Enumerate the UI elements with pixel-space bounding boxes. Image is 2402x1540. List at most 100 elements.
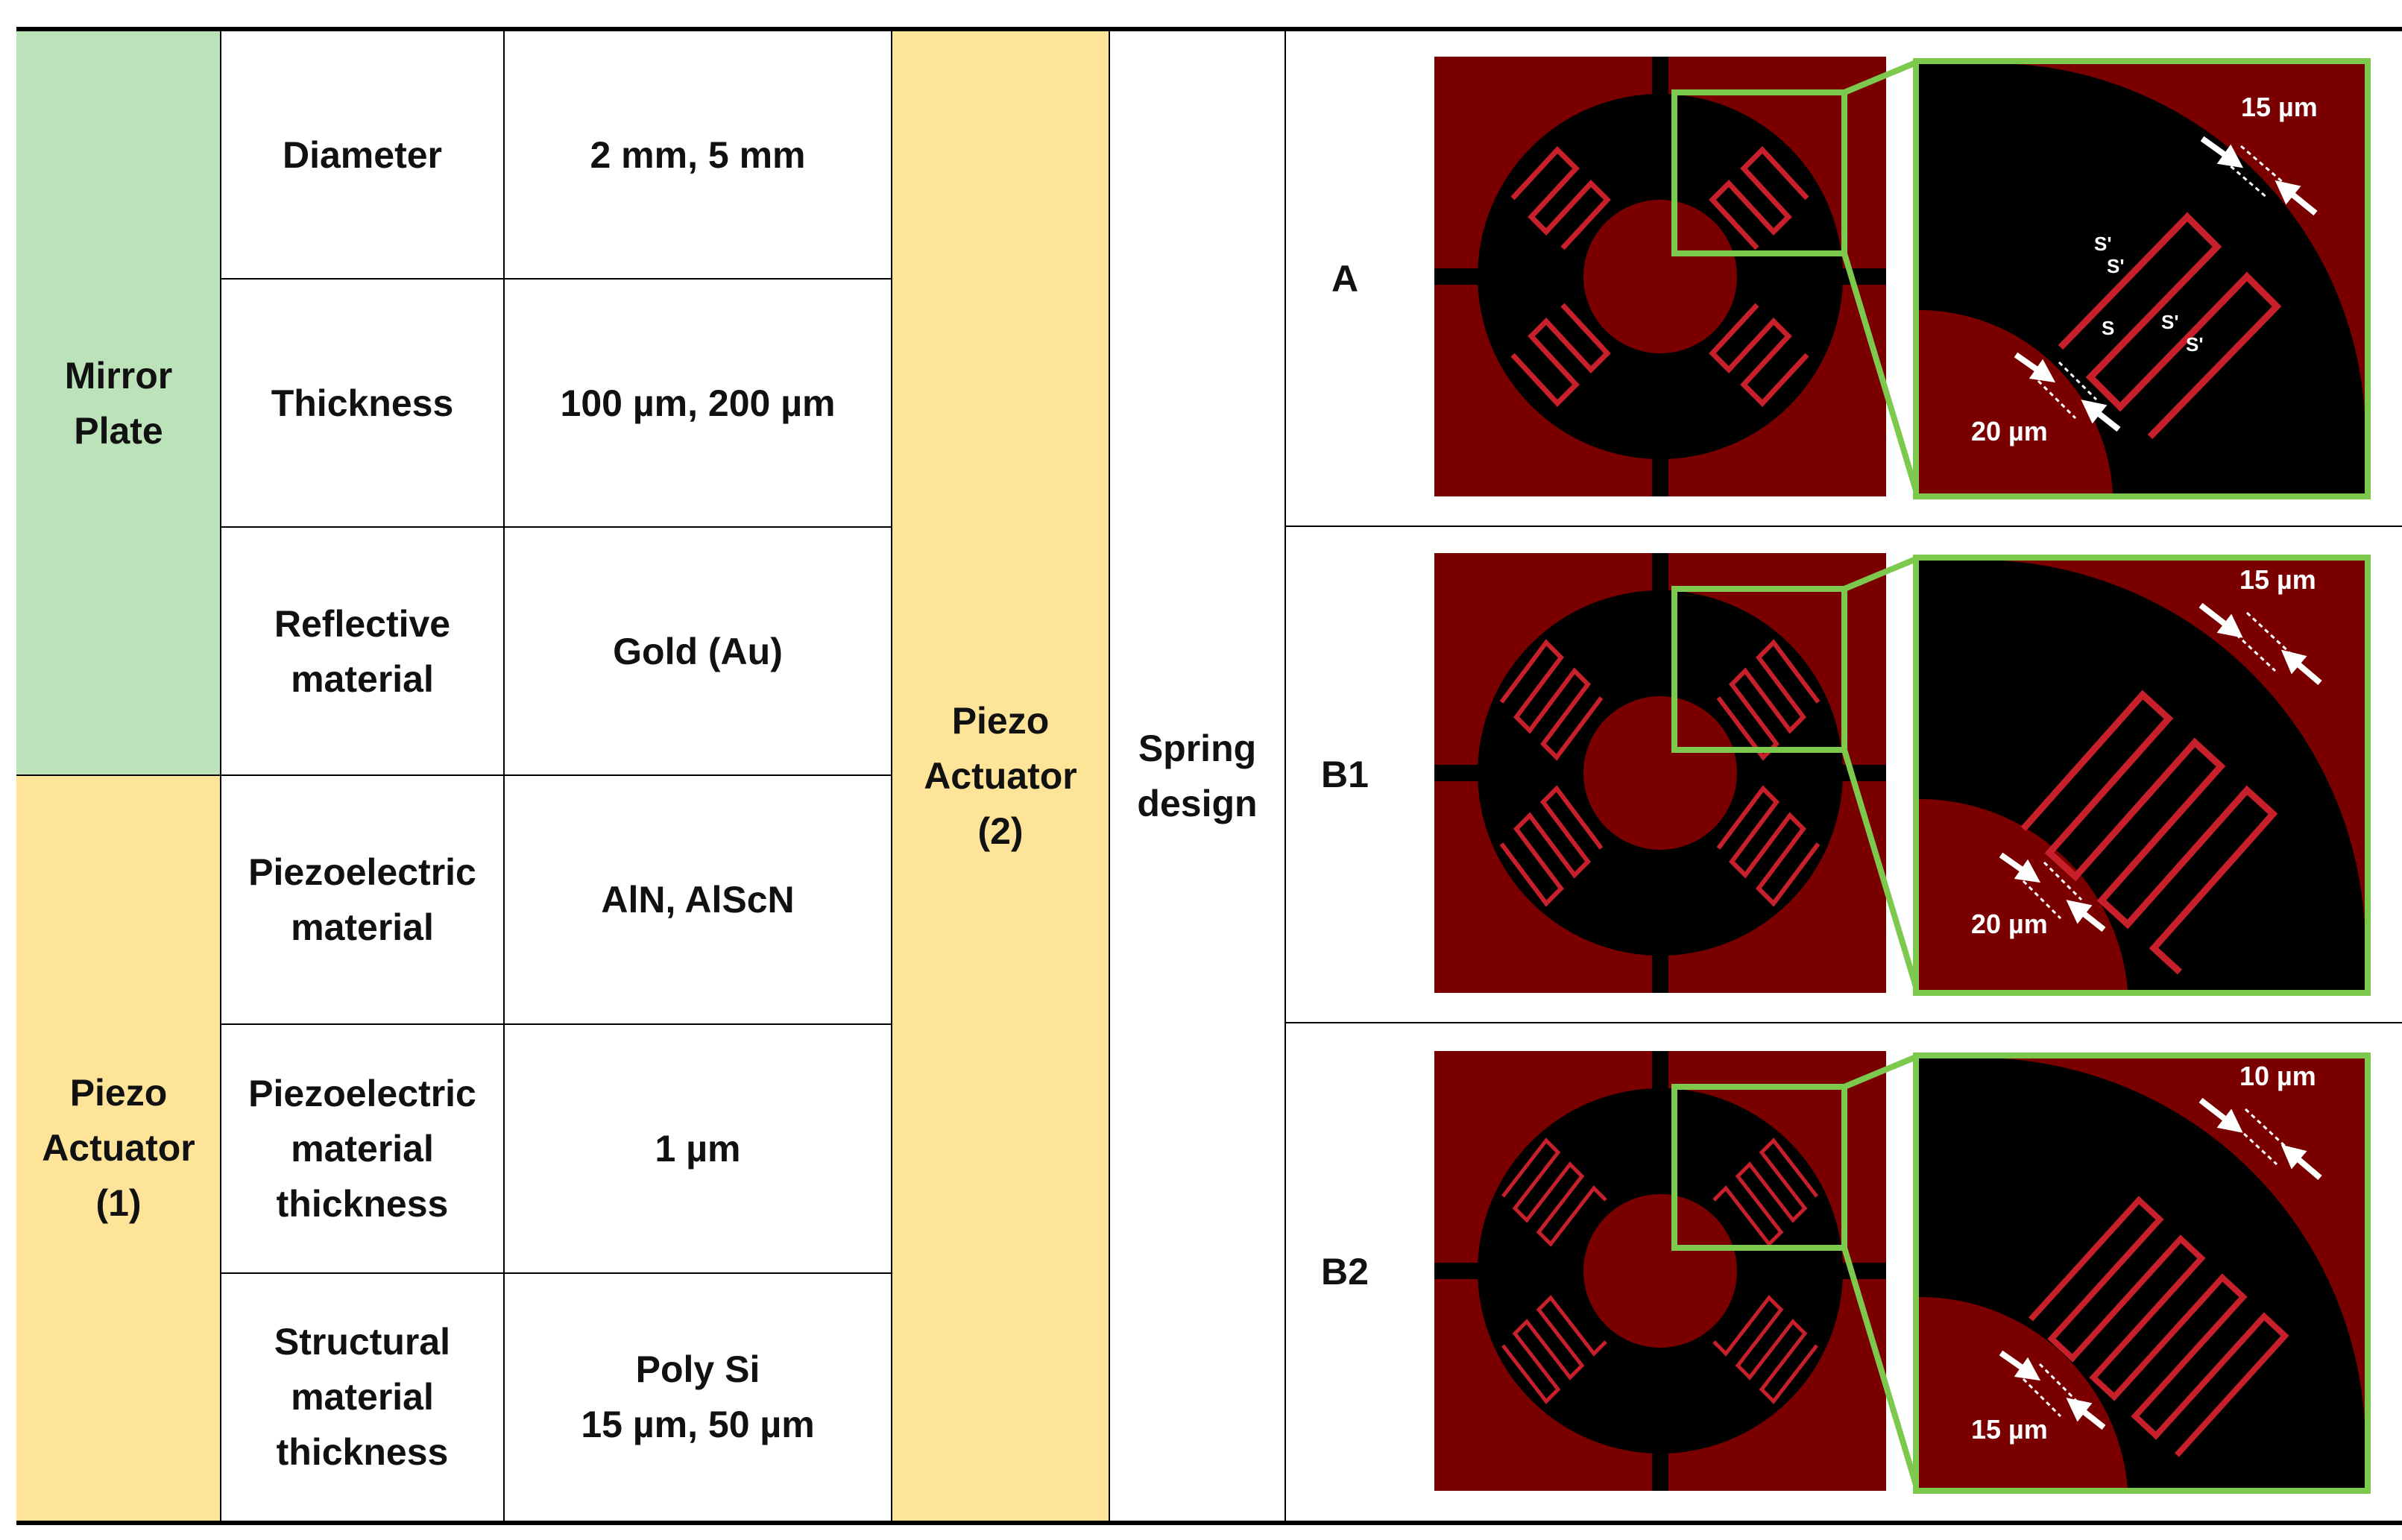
design-b2-images: 10 µm 15 µm: [1434, 1051, 2381, 1498]
zoom-connector-bottom: [1841, 748, 1919, 988]
gap-label: S': [2186, 333, 2204, 356]
param-label: Piezoelectric: [248, 851, 476, 893]
width-marker-outer: [2244, 1108, 2292, 1152]
spring-b1-top-left: [1499, 639, 1604, 761]
spring-b1-bottom-right: [1716, 785, 1821, 907]
table-bottom-border: [16, 1521, 2402, 1525]
param-label: Structural: [274, 1321, 451, 1363]
arrow-in: [1999, 1350, 2041, 1381]
design-label-a: A: [1285, 31, 1405, 526]
width-marker-inner: [2043, 861, 2083, 901]
width-marker-inner: [2022, 880, 2062, 920]
arrow-in: [2066, 1398, 2106, 1430]
design-a-images: 15 µm 20 µm S' S' S S' S': [1434, 57, 2381, 504]
group-mirror-plate-label: Mirror Plate: [64, 355, 173, 452]
group-piezo-1-line-3: (1): [95, 1182, 142, 1224]
width-label-outer: 10 µm: [2239, 1061, 2316, 1091]
group-piezo-2-line-1: Piezo: [951, 700, 1050, 742]
row-divider: [221, 278, 892, 280]
param-cell-piezoelectric-thickness: Piezoelectric material thickness: [221, 1024, 504, 1273]
width-label-inner: 15 µm: [1971, 1414, 2048, 1445]
param-label: material: [291, 1128, 434, 1170]
value-cell-diameter: 2 mm, 5 mm: [504, 31, 892, 279]
arrow-in: [2081, 400, 2121, 432]
design-label-text: B1: [1321, 754, 1369, 795]
param-label: material: [291, 906, 434, 948]
param-cell-thickness: Thickness: [221, 279, 504, 527]
arrow-in: [2275, 180, 2318, 216]
zoom-connector-bottom: [1841, 252, 1919, 492]
design-label-b2: B2: [1285, 1023, 1405, 1521]
group-spring-design: Spring design: [1109, 31, 1285, 1521]
zoom-inner-plate: [1919, 798, 2128, 990]
zoom-spring-b2: [2029, 1196, 2289, 1457]
value-label: AlN, AlScN: [601, 879, 795, 921]
zoom-connector-top: [1843, 1054, 1917, 1090]
param-cell-structural-thickness: Structural material thickness: [221, 1273, 504, 1521]
gap-label: S': [2161, 311, 2179, 333]
value-label: Poly Si: [635, 1348, 760, 1390]
mirror-plate: [1583, 200, 1737, 353]
row-divider: [221, 526, 892, 528]
width-label-inner: 20 µm: [1971, 416, 2048, 446]
spring-b2-bottom-right: [1712, 1295, 1818, 1404]
row-divider: [221, 1272, 892, 1274]
design-b1-images: 15 µm 20 µm: [1434, 553, 2381, 1000]
mirror-plate: [1583, 1194, 1737, 1348]
group-mirror-plate: Mirror Plate: [16, 31, 221, 775]
value-label: Gold (Au): [613, 630, 783, 672]
group-piezo-1-line-2: Actuator: [42, 1127, 195, 1169]
arrow-in: [2280, 1144, 2322, 1181]
group-piezo-2-line-3: (2): [977, 810, 1024, 852]
row-divider: [221, 1023, 892, 1025]
value-cell-piezoelectric-thickness: 1 µm: [504, 1024, 892, 1273]
col-divider: [503, 31, 505, 1521]
group-piezo-1-line-1: Piezo: [69, 1072, 168, 1114]
zoom-connector-top: [1843, 556, 1917, 592]
width-label-outer: 15 µm: [2241, 92, 2318, 122]
width-marker-inner: [2058, 361, 2098, 401]
arrow-in: [2014, 352, 2056, 383]
row-divider: [16, 774, 892, 776]
spring-a-bottom-right: [1709, 303, 1809, 408]
width-marker-inner: [2038, 1363, 2078, 1403]
gap-label: S: [2102, 317, 2114, 339]
spring-a-bottom-left: [1510, 303, 1611, 408]
zoom-highlight-box: [1671, 89, 1847, 256]
table-top-border: [16, 27, 2402, 31]
gap-label: S': [2107, 255, 2125, 277]
design-a-figure: 15 µm 20 µm S' S' S S' S': [1434, 57, 2371, 499]
zoom-spring-a: [2058, 212, 2282, 440]
group-piezo-actuator-1: Piezo Actuator (1): [16, 775, 221, 1521]
value-label: 1 µm: [655, 1128, 741, 1170]
spring-a-top-right: [1709, 145, 1809, 250]
param-label: Piezoelectric: [248, 1073, 476, 1114]
spring-b2-bottom-left: [1501, 1295, 1607, 1404]
col-divider: [1284, 31, 1286, 1521]
width-marker-outer: [2240, 145, 2285, 185]
arrow-in: [2198, 1097, 2243, 1133]
mirror-plate: [1583, 696, 1737, 850]
design-label-text: B2: [1321, 1251, 1369, 1293]
param-cell-piezoelectric-material: Piezoelectric material: [221, 775, 504, 1024]
group-piezo-actuator-2: Piezo Actuator (2): [892, 31, 1109, 1521]
param-label: Diameter: [283, 134, 442, 176]
spring-b2-top-left: [1501, 1137, 1607, 1247]
width-label-outer: 15 µm: [2239, 564, 2316, 595]
design-label-text: A: [1331, 258, 1359, 300]
param-label: material: [291, 1376, 434, 1418]
width-marker-outer: [2245, 611, 2293, 656]
zoom-highlight-box: [1671, 586, 1847, 753]
zoom-inner-plate: [1919, 1296, 2128, 1488]
value-cell-structural-thickness: Poly Si 15 µm, 50 µm: [504, 1273, 892, 1521]
param-label: thickness: [276, 1431, 449, 1473]
arrow-in: [2066, 900, 2106, 932]
param-label: thickness: [276, 1183, 449, 1225]
value-label: 2 mm, 5 mm: [590, 134, 806, 176]
value-cell-reflective-material: Gold (Au): [504, 527, 892, 775]
group-spring-line-2: design: [1137, 783, 1258, 824]
col-divider: [891, 31, 892, 1521]
zoom-highlight-box: [1671, 1084, 1847, 1251]
zoom-connector-bottom: [1841, 1246, 1919, 1486]
design-label-b1: B1: [1285, 526, 1405, 1023]
